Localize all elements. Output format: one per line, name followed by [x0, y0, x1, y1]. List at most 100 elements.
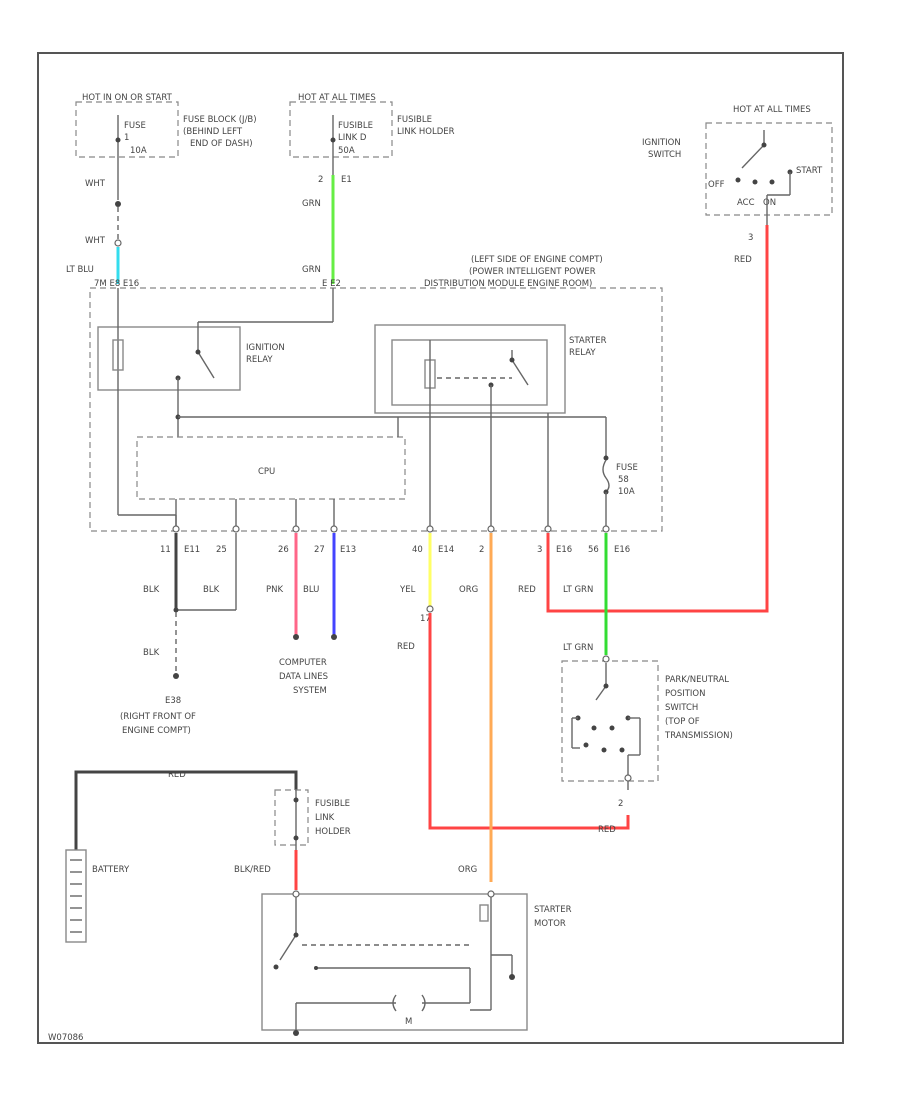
fusible-holder-2-label-2: LINK — [315, 813, 335, 823]
ground-loc-1: (RIGHT FRONT OF — [120, 712, 196, 722]
wire-wht-1: WHT — [85, 179, 106, 189]
pnp-switch-group: 2 PARK/NEUTRAL POSITION SWITCH (TOP OF T… — [561, 655, 733, 809]
fusible-link-box — [289, 101, 393, 158]
fuse-ipdm-label: FUSE — [616, 463, 638, 473]
fuse-block-loc-1: (BEHIND LEFT — [183, 127, 243, 137]
starter-relay-outer — [374, 324, 566, 414]
fuse-block-group: HOT IN ON OR START FUSE 1 10A FUSE BLOCK… — [75, 93, 257, 200]
diagram-frame — [37, 52, 844, 1044]
org-wire-group: ORG ORG — [458, 533, 493, 882]
pin-e13: E13 — [340, 545, 356, 555]
starter-motor-box — [261, 893, 528, 1031]
ipdm-group: 7M E8 E16 E E2 (LEFT SIDE OF ENGINE COMP… — [89, 255, 663, 533]
wire-red-5: RED — [598, 825, 616, 835]
ignition-switch-label-1: IGNITION — [642, 138, 681, 148]
fuse-block-box — [75, 101, 179, 158]
conn-left-label: 7M E8 E16 — [94, 279, 139, 289]
sw-acc: ACC — [737, 198, 755, 208]
ipdm-box — [89, 287, 663, 532]
pin-40: 40 — [412, 545, 423, 555]
fuse-ipdm-num: 58 — [618, 475, 629, 485]
fusible-holder-2-group: FUSIBLE LINK HOLDER BLK/RED — [234, 789, 351, 890]
sw-on: ON — [763, 198, 776, 208]
wire-lt-grn-2: LT GRN — [563, 643, 593, 653]
fusible-holder-2-box — [274, 789, 309, 846]
battery-group: RED BATTERY — [65, 770, 298, 943]
sw-start: START — [796, 166, 823, 176]
fuse-block-loc-2: END OF DASH) — [190, 139, 253, 149]
fuse-top-terminal — [115, 137, 121, 143]
ground-point — [173, 673, 179, 679]
battery-label: BATTERY — [92, 865, 130, 875]
fusible-holder-2-label-1: FUSIBLE — [315, 799, 350, 809]
wire-red-2: RED — [518, 585, 536, 595]
pnp-label-5: TRANSMISSION) — [664, 731, 733, 741]
data-lines-group: PNK BLU COMPUTER DATA LINES SYSTEM — [266, 533, 337, 696]
pin-e11: E11 — [184, 545, 200, 555]
wire-pnk: PNK — [266, 585, 283, 595]
starter-relay-label-2: RELAY — [569, 348, 596, 358]
fusible-link-label-2: LINK D — [338, 133, 367, 143]
conn-mid-label: E E2 — [322, 279, 341, 289]
pnp-label-2: POSITION — [665, 689, 705, 699]
wire-red-ign-line — [546, 225, 769, 613]
starter-relay-label-1: STARTER — [569, 336, 607, 346]
cdl-label-1: COMPUTER — [279, 658, 327, 668]
hot-at-all-times-2: HOT AT ALL TIMES — [733, 105, 811, 115]
pin-2: 2 — [318, 175, 323, 185]
wire-grn-1: GRN — [302, 199, 321, 209]
fuse-top-amp: 10A — [130, 146, 147, 156]
grn-wire-group: GRN GRN — [302, 175, 335, 284]
pnp-label-4: (TOP OF — [665, 717, 700, 727]
fusible-link-terminal — [330, 137, 336, 143]
fusible-link-group: HOT AT ALL TIMES FUSIBLE LINK D 50A FUSI… — [289, 93, 455, 185]
pin-25: 25 — [216, 545, 227, 555]
pin-e16: E16 — [556, 545, 572, 555]
pin-3: 3 — [537, 545, 542, 555]
wire-lt-blu: LT BLU — [66, 265, 94, 275]
ignition-relay-box — [97, 326, 241, 391]
fusible-link-amp: 50A — [338, 146, 355, 156]
hot-at-all-times-1: HOT AT ALL TIMES — [298, 93, 376, 103]
cpu-box — [136, 436, 406, 500]
ipdm-label-2: (POWER INTELLIGENT POWER — [469, 267, 596, 277]
cdl-label-3: SYSTEM — [293, 686, 327, 696]
wire-red-3: RED — [397, 642, 415, 652]
fusible-link-holder-2: LINK HOLDER — [397, 127, 455, 137]
wire-blk-red: BLK/RED — [234, 865, 271, 875]
ignition-switch-group: HOT AT ALL TIMES IGNITION SWITCH OFF STA… — [642, 105, 833, 265]
cdl-label-2: DATA LINES — [279, 672, 328, 682]
pin-e1: E1 — [341, 175, 352, 185]
pin-ign-3: 3 — [748, 233, 753, 243]
ground-loc-2: ENGINE COMPT) — [122, 726, 191, 736]
wire-org-1: ORG — [459, 585, 478, 595]
ign-relay-label-1: IGNITION — [246, 343, 285, 353]
motor-m: M — [405, 1017, 412, 1027]
ign-relay-label-2: RELAY — [246, 355, 273, 365]
wire-org-2: ORG — [458, 865, 477, 875]
fuse-top-label: FUSE — [124, 121, 146, 131]
wire-red-4: RED — [168, 770, 186, 780]
hot-run-start-label: HOT IN ON OR START — [82, 93, 173, 103]
wire-blk-3: BLK — [143, 648, 160, 658]
wire-blu: BLU — [303, 585, 319, 595]
ground-group: BLK BLK BLK E38 (RIGHT FRONT OF ENGINE C… — [120, 533, 237, 736]
fuse-ipdm-amp: 10A — [618, 487, 635, 497]
pin-17: 17 — [420, 614, 431, 624]
wire-lt-grn-1: LT GRN — [563, 585, 593, 595]
wire-red-yel-line — [428, 613, 630, 830]
sw-off: OFF — [708, 180, 725, 190]
pnp-switch-box — [561, 660, 659, 782]
ignition-switch-box — [705, 122, 833, 216]
pin-27: 27 — [314, 545, 325, 555]
starter-relay-inner — [391, 339, 548, 406]
pin-labels: 11 E11 25 26 27 E13 40 E14 2 3 E16 56 E1… — [160, 545, 630, 555]
wire-grn-2: GRN — [302, 265, 321, 275]
fusible-holder-2-label-3: HOLDER — [315, 827, 351, 837]
fusible-link-label: FUSIBLE — [338, 121, 373, 131]
fusible-link-holder-1: FUSIBLE — [397, 115, 432, 125]
pin-2b: 2 — [479, 545, 484, 555]
pin-56: 56 — [588, 545, 599, 555]
ipdm-label-3: DISTRIBUTION MODULE ENGINE ROOM) — [424, 279, 592, 289]
